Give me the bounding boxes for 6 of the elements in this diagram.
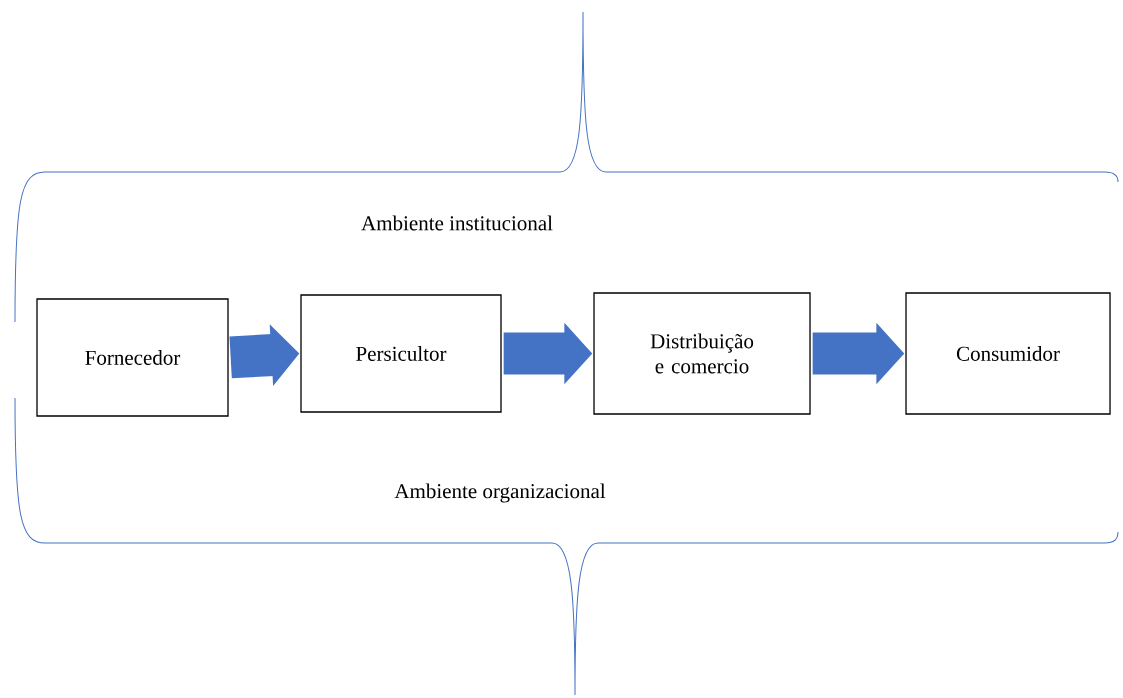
process-box: Persicultor [300, 294, 502, 413]
process-box: Distribuição e comercio [593, 292, 811, 415]
process-box: Consumidor [905, 292, 1111, 415]
area-label: Ambiente institucional [361, 215, 553, 231]
process-box: Fornecedor [36, 298, 229, 417]
area-label: Ambiente organizacional [394, 483, 606, 503]
